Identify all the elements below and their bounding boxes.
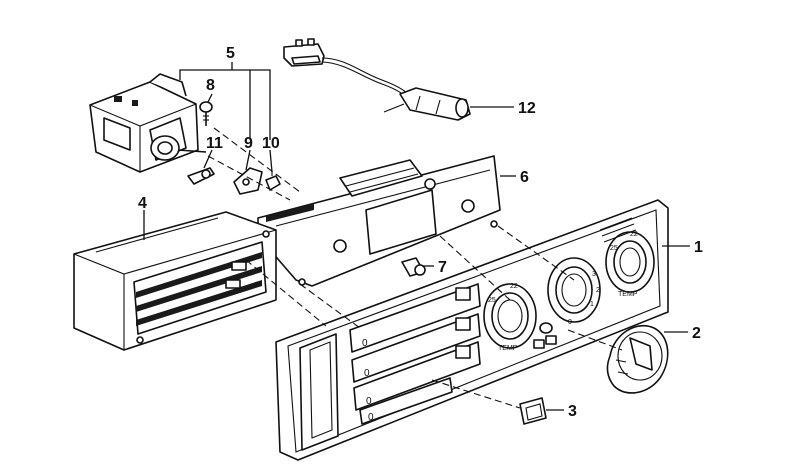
dial-mid-mark-2: 2 xyxy=(596,287,600,294)
dial-middle-fan: 3 2 1 0 xyxy=(547,257,601,326)
part-10-clip xyxy=(265,170,281,191)
panel-vents-hatching xyxy=(599,217,637,243)
air-distribution-slots: 0 0 0 0 xyxy=(349,283,481,425)
callout-1: 1 xyxy=(694,239,703,256)
dial-mid-mark-3: 3 xyxy=(592,271,596,278)
dial-mid-mark-1: 1 xyxy=(590,301,594,308)
dial-mid-mark-0: 0 xyxy=(568,319,572,326)
recirculation-buttons xyxy=(533,322,557,349)
callout-4: 4 xyxy=(138,195,147,212)
dial-left-temperature: 22 25 TEMP xyxy=(483,283,537,352)
part-7-bulb xyxy=(401,257,426,277)
callout-10: 10 xyxy=(262,135,280,152)
callout-5: 5 xyxy=(226,45,235,62)
callout-3: 3 xyxy=(568,403,577,420)
part-8-screw xyxy=(199,101,213,126)
assembly-guide-lines xyxy=(207,127,623,409)
callout-7: 7 xyxy=(438,259,447,276)
part-3-push-button xyxy=(519,397,547,425)
dial-left-mark-1: 22 xyxy=(510,283,518,290)
callout-numbers: 5 8 11 9 10 12 6 4 7 1 2 3 xyxy=(138,45,703,420)
callout-12: 12 xyxy=(518,100,536,117)
part-5-servo-motor xyxy=(89,73,207,173)
slot-label-3: 0 xyxy=(366,396,372,407)
part-11-lever-link xyxy=(187,167,215,185)
dial-left-mark-3: TEMP xyxy=(498,345,518,352)
part-6-mounting-frame xyxy=(257,155,501,287)
callout-6: 6 xyxy=(520,169,529,186)
dial-left-mark-2: 25 xyxy=(488,297,496,304)
dial-right-mark-3: TEMP xyxy=(618,291,638,298)
part-12-temperature-sensor-cable xyxy=(283,38,471,121)
callout-11: 11 xyxy=(206,135,223,152)
part-9-flap-lever xyxy=(233,167,263,195)
part-4-control-unit xyxy=(73,211,277,351)
callout-8: 8 xyxy=(206,77,215,94)
callout-9: 9 xyxy=(244,135,253,152)
slot-label-4: 0 xyxy=(368,412,374,423)
callout-2: 2 xyxy=(692,325,701,342)
part-2-rotary-knob xyxy=(606,324,669,394)
dial-right-temperature: 22 25 TEMP xyxy=(605,231,655,298)
slot-label-2: 0 xyxy=(364,368,370,379)
dial-right-mark-2: 25 xyxy=(610,245,618,252)
dial-right-mark-1: 22 xyxy=(630,231,638,238)
callout-leaders xyxy=(143,62,690,411)
slot-label-1: 0 xyxy=(362,338,368,349)
